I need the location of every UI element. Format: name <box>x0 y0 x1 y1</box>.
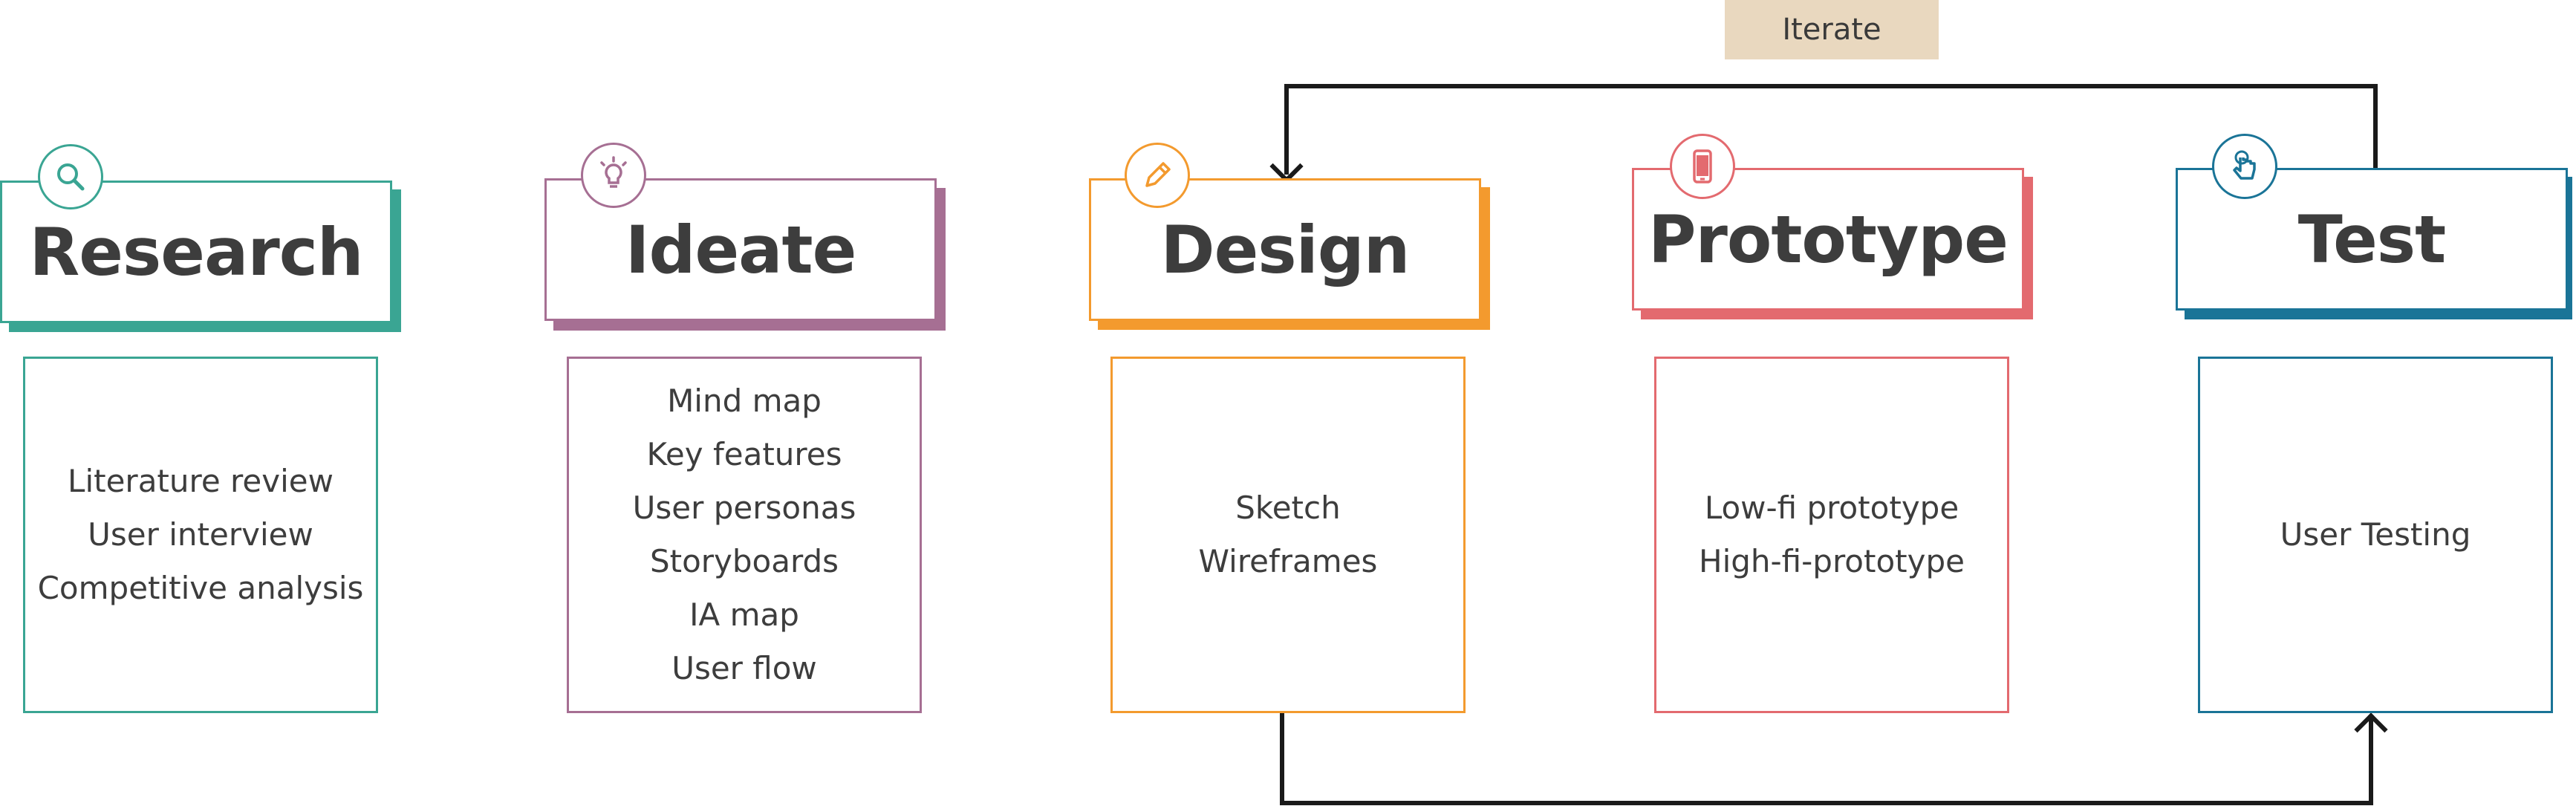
stage-title: Design <box>1160 211 1411 288</box>
list-item: User personas <box>632 490 856 526</box>
list-item: High-fi-prototype <box>1699 543 1965 579</box>
stage-header: Design <box>1089 178 1481 321</box>
list-item: User Testing <box>2280 516 2471 553</box>
list-item: Literature review <box>68 463 334 499</box>
list-item: Storyboards <box>649 543 839 579</box>
stage-title: Test <box>2297 201 2446 278</box>
list-item: Sketch <box>1235 490 1341 526</box>
list-item: User interview <box>88 516 313 553</box>
magnifier-icon <box>38 144 103 209</box>
list-item: Mind map <box>667 383 822 419</box>
iterate-loop-right-riser <box>2373 84 2378 168</box>
stage-title: Ideate <box>625 211 857 288</box>
stage-content-box: Mind map Key features User personas Stor… <box>567 357 922 713</box>
lightbulb-icon <box>581 143 646 208</box>
list-item: User flow <box>671 650 817 686</box>
stage-content-box: Low-fi prototype High-fi-prototype <box>1654 357 2009 713</box>
list-item: Competitive analysis <box>37 570 364 606</box>
pencil-icon <box>1125 143 1190 208</box>
list-item: Low-fi prototype <box>1704 490 1959 526</box>
stage-title: Research <box>29 213 363 290</box>
list-item: Key features <box>646 436 842 472</box>
arrow-into-test <box>2354 712 2388 747</box>
flow-bottom-line <box>1280 801 2373 805</box>
list-item: Wireframes <box>1198 543 1378 579</box>
tap-hand-icon <box>2212 134 2277 199</box>
stage-content-box: Sketch Wireframes <box>1110 357 1466 713</box>
list-item: IA map <box>689 597 799 633</box>
flow-bottom-left-drop <box>1280 713 1284 805</box>
stage-header: Research <box>0 181 392 323</box>
flow-bottom-right-riser <box>2369 717 2373 805</box>
iterate-loop-left-drop <box>1284 84 1289 175</box>
iterate-loop-top-line <box>1287 84 2378 88</box>
stage-content-box: Literature review User interview Competi… <box>23 357 378 713</box>
iterate-label: Iterate <box>1725 0 1939 59</box>
mobile-phone-icon <box>1670 134 1735 199</box>
stage-header: Ideate <box>544 178 937 321</box>
stage-content-box: User Testing <box>2198 357 2553 713</box>
stage-title: Prototype <box>1648 201 2009 278</box>
